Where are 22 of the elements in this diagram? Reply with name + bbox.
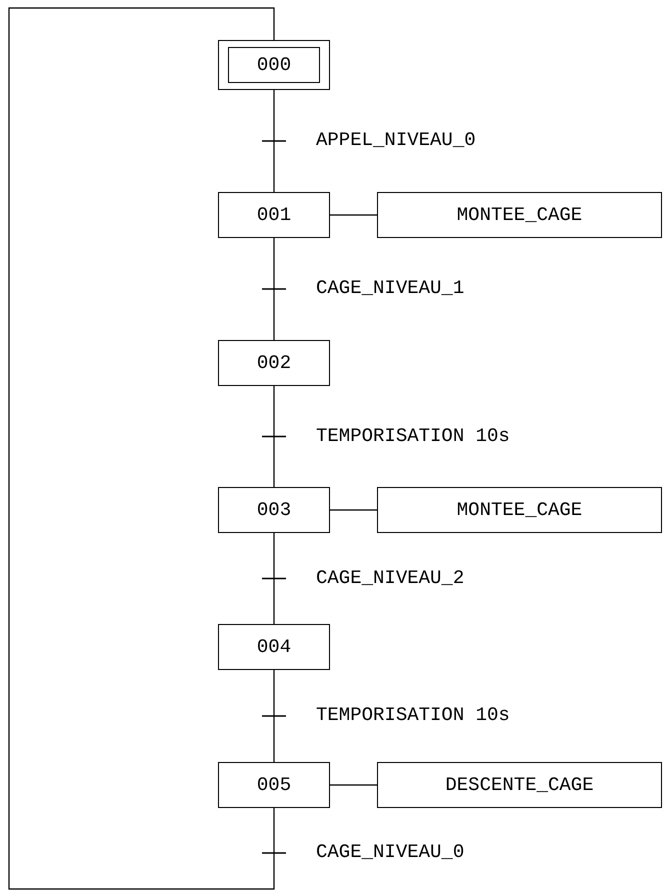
connector (273, 533, 275, 624)
initial-step-box: 000 (218, 40, 330, 90)
transition-label: CAGE_NIVEAU_0 (316, 843, 464, 862)
connector (273, 670, 275, 762)
step-box: 004 (218, 624, 330, 670)
step-box: 003 (218, 487, 330, 533)
connector (273, 386, 275, 487)
step-box: 001 (218, 192, 330, 238)
transition-label: CAGE_NIVEAU_1 (316, 279, 464, 298)
connector (330, 784, 377, 786)
connector (330, 509, 377, 511)
connector (273, 238, 275, 340)
transition-label: APPEL_NIVEAU_0 (316, 131, 476, 150)
connector (8, 7, 275, 890)
step-box: 005 (218, 762, 330, 808)
connector (273, 90, 275, 192)
transition-label: CAGE_NIVEAU_2 (316, 568, 464, 588)
step-box: 002 (218, 340, 330, 386)
connector (330, 214, 377, 216)
action-box: MONTEE_CAGE (377, 487, 662, 533)
action-box: MONTEE_CAGE (377, 192, 662, 238)
action-box: DESCENTE_CAGE (377, 762, 662, 808)
